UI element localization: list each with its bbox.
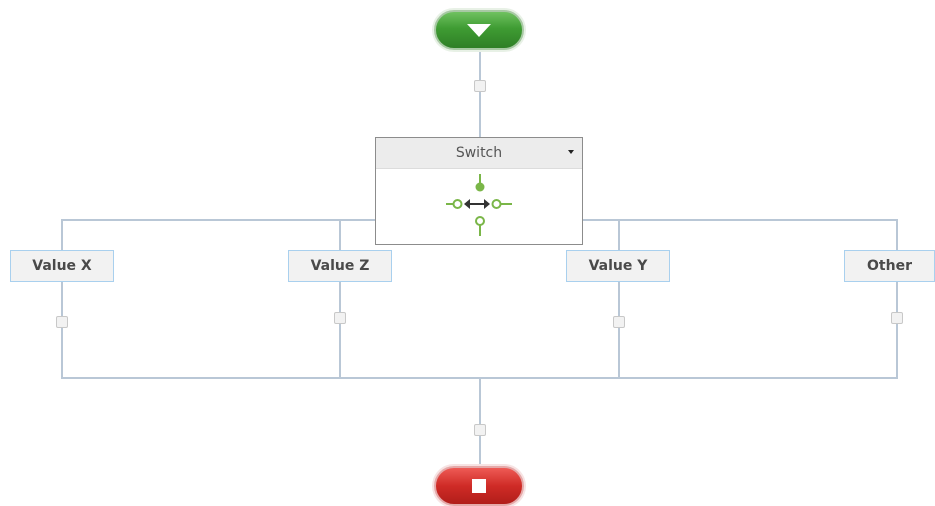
case-label-value-y[interactable]: Value Y: [566, 250, 670, 282]
connector-case-2-top: [339, 219, 341, 251]
drop-slot-case-1[interactable]: [56, 316, 68, 328]
connector-case-3-bottom: [618, 281, 620, 378]
connector-case-1-bottom: [61, 281, 63, 378]
drop-slot-case-2[interactable]: [334, 312, 346, 324]
drop-slot-case-4[interactable]: [891, 312, 903, 324]
switch-arrows-icon: [446, 174, 512, 236]
connector-case-2-bottom: [339, 281, 341, 378]
end-node[interactable]: [434, 466, 524, 506]
stop-square-icon: [472, 479, 486, 493]
drop-slot-after-start[interactable]: [474, 80, 486, 92]
case-label-value-x[interactable]: Value X: [10, 250, 114, 282]
switch-title: Switch: [455, 145, 503, 161]
connector-merge-to-end: [479, 377, 481, 467]
drop-slot-before-end[interactable]: [474, 424, 486, 436]
connector-start-to-switch: [479, 48, 481, 138]
play-down-icon: [467, 23, 491, 37]
case-label-other[interactable]: Other: [844, 250, 935, 282]
dropdown-caret-icon[interactable]: [568, 150, 574, 154]
switch-header[interactable]: Switch: [376, 138, 582, 169]
connector-case-1-top: [61, 219, 63, 251]
start-node[interactable]: [434, 10, 524, 50]
case-label-value-z[interactable]: Value Z: [288, 250, 392, 282]
connector-case-4-bottom: [896, 281, 898, 378]
connector-case-4-top: [896, 219, 898, 251]
drop-slot-case-3[interactable]: [613, 316, 625, 328]
connector-case-3-top: [618, 219, 620, 251]
switch-node[interactable]: Switch: [375, 137, 583, 245]
